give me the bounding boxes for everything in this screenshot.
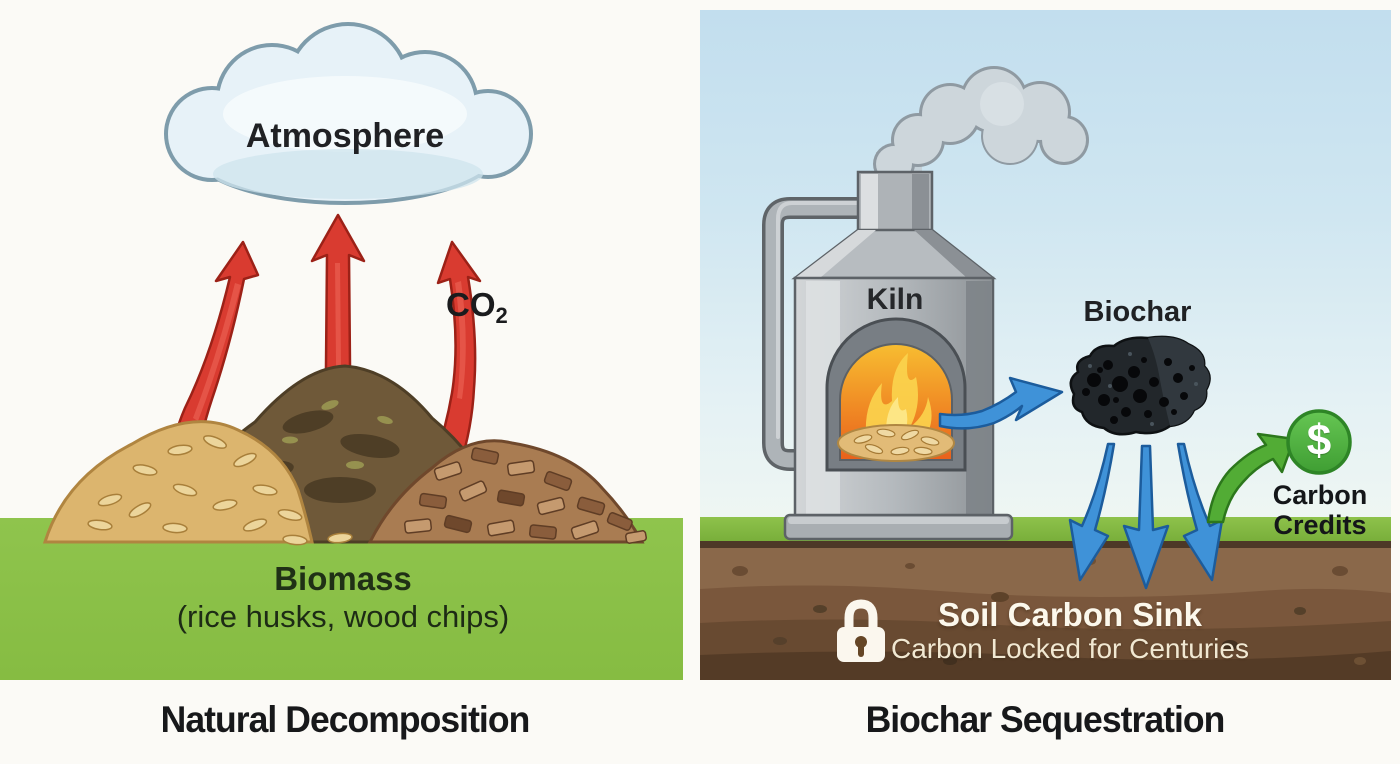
- dollar-coin-icon: [1286, 409, 1352, 475]
- left-ground: [0, 518, 683, 680]
- left-panel-title: Natural Decomposition: [160, 699, 531, 740]
- biomass-subtitle: (rice husks, wood chips): [176, 599, 510, 634]
- soil-pebbles: [732, 557, 1366, 665]
- soil-infiltration-arrows-icon: [1068, 442, 1224, 590]
- carbon-credits-label: Carbon Credits: [1244, 480, 1396, 540]
- co2-label: CO2: [446, 286, 536, 328]
- right-panel-title: Biochar Sequestration: [865, 699, 1226, 740]
- kiln-label: Kiln: [866, 283, 924, 316]
- biomass-pile: [42, 364, 647, 546]
- atmosphere-cloud-icon: [164, 22, 533, 205]
- carbon-credits-line2: Credits: [1273, 510, 1367, 541]
- carbon-credit-arrow-icon: [1206, 432, 1296, 524]
- co2-subscript: 2: [495, 303, 508, 328]
- dollar-sign: $: [1306, 416, 1332, 465]
- biomass-title: Biomass: [274, 560, 412, 597]
- co2-text: CO: [446, 286, 496, 323]
- biochar-rock-icon: [1069, 335, 1211, 436]
- biochar-label: Biochar: [1083, 296, 1192, 328]
- lock-icon: [837, 599, 885, 662]
- carbon-credits-line1: Carbon: [1272, 480, 1368, 510]
- kiln-pipe: [762, 197, 879, 471]
- kiln-to-biochar-arrow-icon: [938, 376, 1064, 430]
- soil-sink-title: Soil Carbon Sink: [937, 596, 1203, 633]
- kiln-icon: [762, 170, 1014, 541]
- atmosphere-label: Atmosphere: [245, 117, 445, 155]
- soil-sink-subtitle: Carbon Locked for Centuries: [891, 633, 1249, 664]
